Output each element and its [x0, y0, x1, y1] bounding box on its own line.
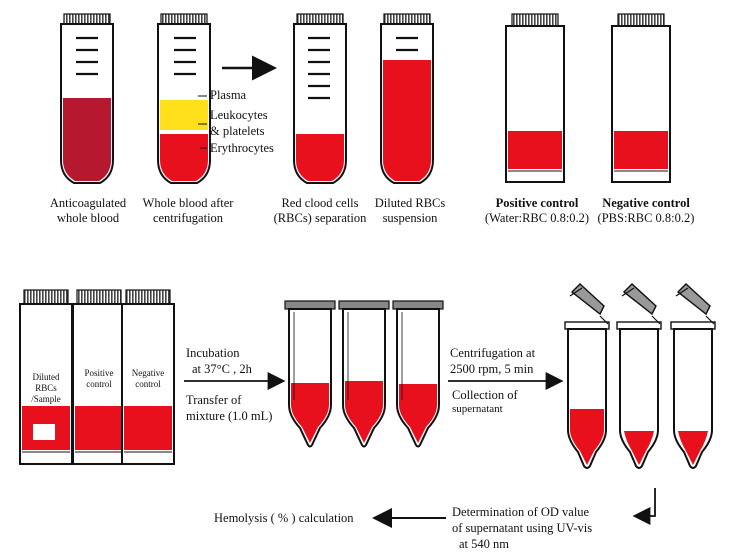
tube-c-negative [121, 289, 175, 465]
sample-square [33, 424, 55, 440]
label-positive-ratio: (Water:RBC 0.8:0.2) [485, 211, 589, 225]
tube-sample [19, 289, 73, 465]
label-negative-control: Negative control [602, 196, 690, 210]
label-leukocytes: Leukocytes [210, 108, 268, 122]
label-tube-a-line2: RBCs [35, 383, 57, 393]
tube-rbc-separation [293, 13, 347, 184]
label-tube1-line1: Anticoagulated [50, 196, 127, 210]
eppendorf-open-1 [564, 283, 610, 469]
tube-whole-blood [60, 13, 114, 184]
label-tube-b-line2: control [86, 379, 112, 389]
tube-centrifuged-blood [157, 13, 211, 184]
label-determination-line2: of supernatant using UV-vis [452, 521, 592, 535]
plasma-layer [160, 100, 208, 130]
label-determination-line3: at 540 nm [459, 537, 509, 551]
arrow-to-determination [632, 488, 656, 525]
eppendorf-closed-2 [338, 300, 390, 448]
label-hemolysis-calculation: Hemolysis ( % ) calculation [214, 511, 354, 525]
label-positive-control: Positive control [496, 196, 579, 210]
label-tube4-line1: Diluted RBCs [375, 196, 446, 210]
erythrocyte-layer [160, 134, 208, 181]
eppendorf-open-2 [616, 283, 662, 469]
label-tube-b-line1: Positive [84, 368, 113, 378]
label-tube2-line1: Whole blood after [143, 196, 235, 210]
label-plasma: Plasma [210, 88, 247, 102]
label-step-incubation-temp: at 37°C , 2h [192, 362, 253, 376]
label-step-supernatant: supernatant [452, 403, 503, 415]
label-tube-c-line1: Negative [132, 368, 164, 378]
tube-b-positive [72, 289, 126, 465]
tube-positive-control [505, 13, 565, 183]
label-step-collection: Collection of [452, 388, 518, 402]
label-tube-c-line2: control [135, 379, 161, 389]
label-step-transfer-volume: mixture (1.0 mL) [186, 409, 272, 423]
label-tube1-line2: whole blood [57, 211, 120, 225]
label-platelets: & platelets [210, 124, 265, 138]
label-tube-a-line3: /Sample [31, 394, 61, 404]
eppendorf-closed-3 [392, 300, 444, 448]
label-step-transfer: Transfer of [186, 393, 242, 407]
label-tube4-line2: suspension [383, 211, 439, 225]
tube-negative-control [611, 13, 671, 183]
label-tube-a-line1: Diluted [33, 372, 60, 382]
label-tube3-line1: Red clood cells [281, 196, 358, 210]
label-tube3-line2: (RBCs) separation [274, 211, 367, 225]
label-determination-line1: Determination of OD value [452, 505, 590, 519]
label-step-incubation: Incubation [186, 346, 240, 360]
label-step-centrifugation-speed: 2500 rpm, 5 min [450, 362, 534, 376]
label-tube2-line2: centrifugation [153, 211, 224, 225]
eppendorf-closed-1 [284, 300, 336, 448]
label-negative-ratio: (PBS:RBC 0.8:0.2) [598, 211, 695, 225]
label-erythrocytes: Erythrocytes [210, 141, 274, 155]
label-step-centrifugation: Centrifugation at [450, 346, 536, 360]
tube-diluted-rbcs [380, 13, 434, 184]
eppendorf-open-3 [670, 283, 716, 469]
